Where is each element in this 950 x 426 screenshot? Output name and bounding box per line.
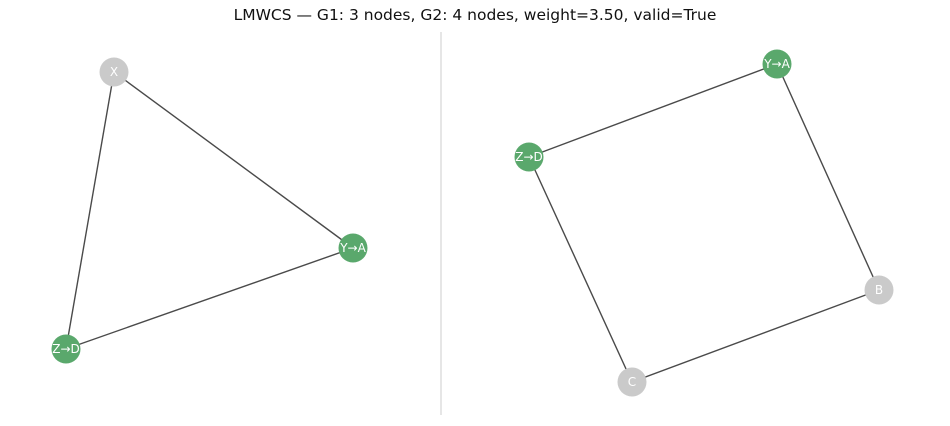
g2-edge-b-c [631, 289, 880, 383]
graph-g2: Y→A Z→D B C [514, 49, 894, 397]
g2-node-d-circle [514, 142, 544, 172]
g2-node-a: Y→A [762, 49, 792, 79]
g1-edge-x-z [65, 71, 115, 350]
g1-edge-y-z [65, 247, 354, 350]
g2-node-b-label: B [875, 283, 883, 297]
g1-edge-x-y [113, 71, 354, 249]
g1-node-z-label: Z→D [52, 342, 80, 356]
g2-node-d: Z→D [514, 142, 544, 172]
g2-node-c-label: C [628, 375, 636, 389]
g2-node-d-label: Z→D [515, 150, 543, 164]
g1-node-y-circle [338, 233, 368, 263]
g2-node-a-label: Y→A [763, 57, 790, 71]
g2-node-b: B [864, 275, 894, 305]
g1-node-y: Y→A [338, 233, 368, 263]
g2-node-a-circle [762, 49, 792, 79]
g2-edge-a-b [776, 63, 880, 291]
g1-node-x-circle [99, 57, 129, 87]
g1-node-x-label: X [110, 65, 118, 79]
g2-node-b-circle [864, 275, 894, 305]
g1-node-y-label: Y→A [339, 241, 366, 255]
g2-edge-a-d [528, 63, 778, 158]
graph-g1: X Y→A Z→D [51, 57, 368, 364]
g2-node-c: C [617, 367, 647, 397]
g2-edge-c-d [528, 156, 633, 383]
g1-node-z-circle [51, 334, 81, 364]
g2-node-c-circle [617, 367, 647, 397]
figure-title: LMWCS — G1: 3 nodes, G2: 4 nodes, weight… [233, 6, 717, 24]
g1-node-x: X [99, 57, 129, 87]
g1-node-z: Z→D [51, 334, 81, 364]
